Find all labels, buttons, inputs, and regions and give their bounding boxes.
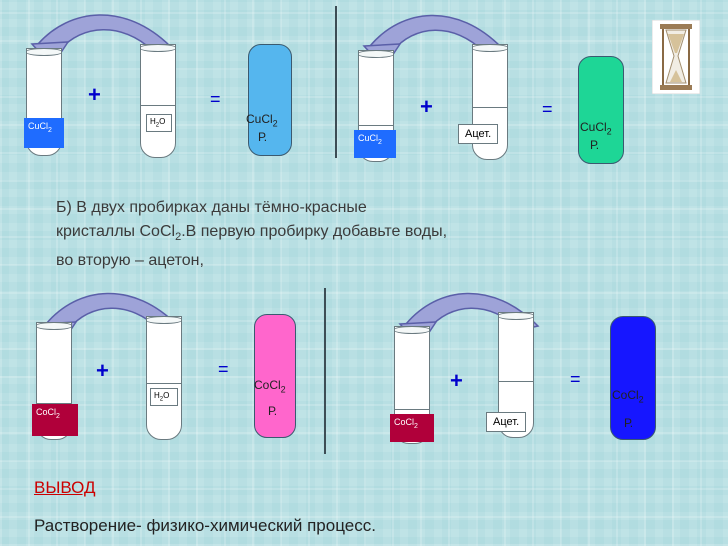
reagent-label: H2O [150,388,178,406]
equals-sign: = [218,359,229,379]
vertical-divider-top [335,6,337,158]
result-formula: CuCl2 [580,120,612,137]
task-line-3: во вторую – ацетон, [56,252,204,270]
plus-sign: + [420,94,433,119]
result-tube [578,56,624,164]
equals-sign: = [210,89,221,109]
result-tube [610,316,656,440]
result-formula: CuCl2 [246,112,278,129]
result-formula: CoCl2 [612,388,644,405]
reagent-label: CuCl2 [24,118,64,148]
result-note: Р. [624,416,634,430]
reagent-label: Ацет. [458,124,499,144]
equals-sign: = [542,99,553,119]
task-text: Б) В двух пробирках даны тёмно-красные к… [56,196,696,273]
result-formula: CoCl2 [254,378,286,395]
result-tube [248,44,292,156]
result-note: Р. [258,130,268,144]
reagent-label: CuCl2 [354,130,396,158]
reagent-label: CoCl2 [32,404,78,436]
result-note: Р. [268,404,278,418]
conclusion-title: ВЫВОД [34,478,96,497]
reagent-label: H2O [146,114,172,132]
conclusion-text: Растворение- физико-химический процесс. [34,516,376,535]
result-note: Р. [590,138,600,152]
equals-sign: = [570,369,581,389]
plus-sign: + [88,82,101,107]
reagent-label: CoCl2 [390,414,434,442]
task-line-1: Б) В двух пробирках даны тёмно-красные [56,199,367,216]
test-tube-right [140,44,176,158]
plus-sign: + [96,358,109,383]
task-line-2: кристаллы CoCl2.В первую пробирку добавь… [56,223,448,244]
plus-sign: + [450,368,463,393]
test-tube-right [146,316,182,440]
hourglass-icon[interactable] [651,19,701,95]
reagent-label: Ацет. [486,412,527,432]
result-tube [254,314,296,438]
vertical-divider-bottom [324,288,326,454]
